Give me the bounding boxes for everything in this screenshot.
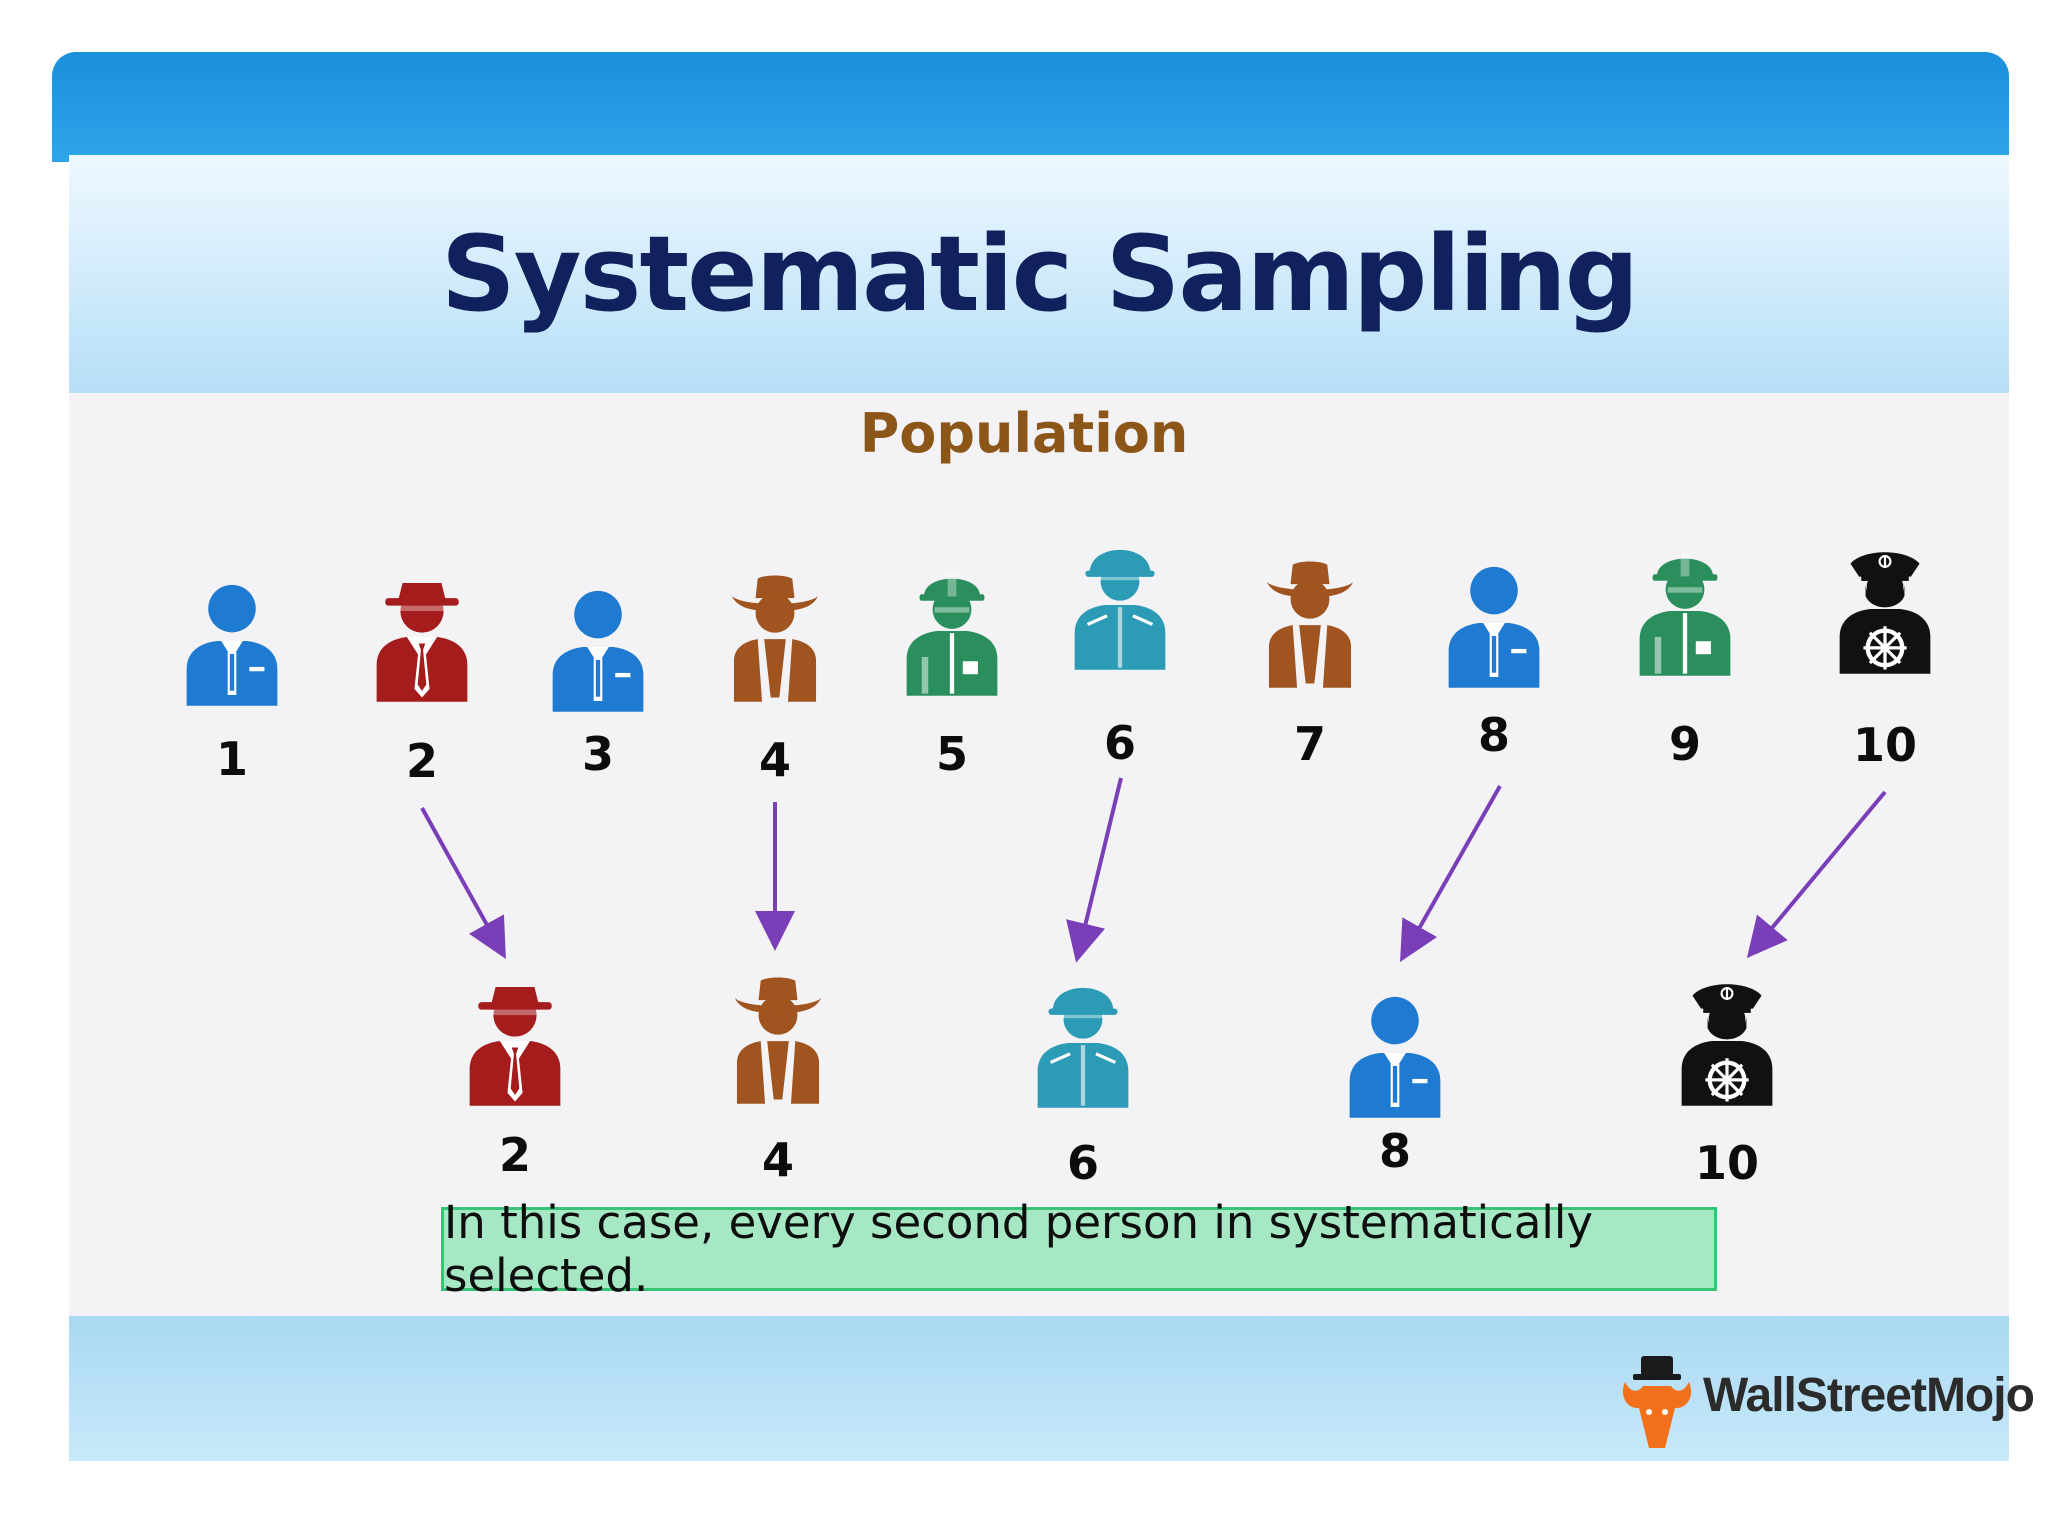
brand-name: WallStreetMojo bbox=[1703, 1369, 2035, 1422]
population-label: 2 bbox=[405, 734, 438, 788]
firefighter-icon bbox=[906, 572, 998, 696]
slide: Systematic Sampling bbox=[52, 52, 2009, 1461]
businessman-icon bbox=[1349, 996, 1441, 1118]
cowboy-icon bbox=[731, 575, 819, 702]
page-title: Systematic Sampling bbox=[440, 213, 1639, 335]
population-label: 5 bbox=[935, 727, 968, 781]
selection-arrow bbox=[1746, 790, 1887, 959]
sample-label: 4 bbox=[761, 1133, 794, 1187]
sample-label: 2 bbox=[498, 1128, 531, 1182]
cowboy-icon bbox=[1266, 561, 1354, 688]
businessman-icon bbox=[186, 584, 278, 706]
population-label: 1 bbox=[215, 732, 248, 786]
sample-label: 8 bbox=[1378, 1124, 1411, 1178]
sample-label: 6 bbox=[1066, 1136, 1099, 1190]
top-bar bbox=[52, 52, 2009, 162]
selection-arrow bbox=[420, 807, 506, 959]
spy-icon bbox=[376, 583, 468, 702]
soldier-icon bbox=[1037, 987, 1129, 1108]
cowboy-icon bbox=[734, 977, 822, 1104]
population-label: 4 bbox=[758, 733, 791, 787]
selection-arrow bbox=[1400, 785, 1502, 962]
soldier-icon bbox=[1074, 549, 1166, 670]
bull-logo-icon bbox=[1622, 1356, 1692, 1448]
firefighter-icon bbox=[1639, 552, 1731, 676]
population-label: 7 bbox=[1293, 717, 1326, 771]
captain-icon bbox=[1839, 552, 1931, 674]
brand-logo: WallStreetMojo bbox=[1617, 1352, 2035, 1452]
note-box: In this case, every second person in sys… bbox=[441, 1196, 1717, 1302]
population-heading: Population bbox=[859, 402, 1189, 465]
selection-arrow bbox=[1066, 777, 1123, 963]
title-band: Systematic Sampling bbox=[69, 155, 2009, 393]
population-label: 10 bbox=[1852, 718, 1917, 772]
population-label: 9 bbox=[1668, 717, 1701, 771]
content-area bbox=[69, 393, 2009, 1316]
population-label: 8 bbox=[1477, 708, 1510, 762]
sample-label: 10 bbox=[1694, 1136, 1759, 1190]
businessman-icon bbox=[1448, 566, 1540, 688]
captain-icon bbox=[1681, 984, 1773, 1106]
population-label: 6 bbox=[1103, 716, 1136, 770]
businessman-icon bbox=[552, 590, 644, 712]
population-label: 3 bbox=[581, 727, 614, 781]
spy-icon bbox=[469, 987, 561, 1106]
